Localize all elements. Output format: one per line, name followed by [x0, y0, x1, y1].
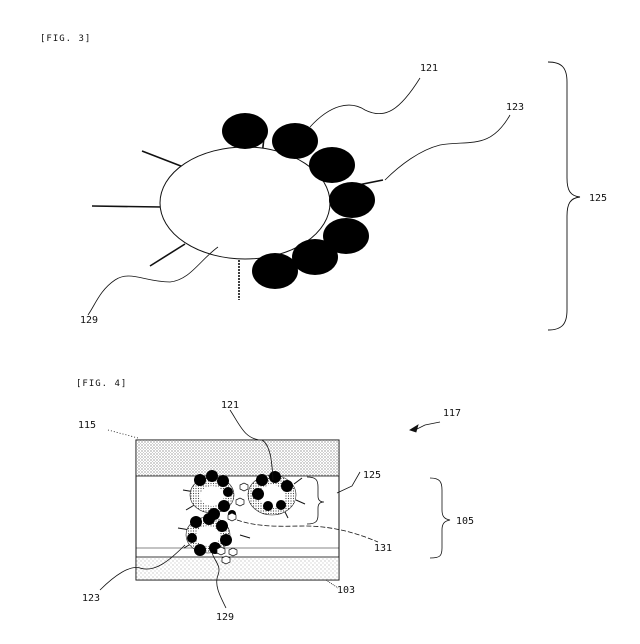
- fig4-bottom-layer: [135, 556, 340, 581]
- leader-103: [325, 579, 339, 589]
- ligand-line: [91, 205, 163, 208]
- fig4-brace-105: [429, 477, 451, 559]
- fig4-ref-115: 115: [78, 420, 96, 431]
- leader-131: [236, 519, 379, 543]
- leader-125: [336, 471, 361, 494]
- nanoparticle: [292, 239, 338, 275]
- fig4-ref-103: 103: [337, 585, 355, 596]
- leader-129: [211, 551, 227, 609]
- figure-4: [FIG. 4]: [76, 379, 474, 623]
- fig4-ref-123: 123: [82, 593, 100, 604]
- fig4-title: [FIG. 4]: [76, 379, 127, 389]
- leader-123: [384, 114, 511, 181]
- leader-115: [107, 429, 139, 439]
- fig3-title: [FIG. 3]: [40, 34, 91, 44]
- fig4-ref-117: 117: [443, 408, 461, 419]
- fig4-ref-121: 121: [221, 400, 239, 411]
- fig3-ref-125: 125: [589, 193, 607, 204]
- arrow-117: [409, 424, 419, 433]
- fig4-assemblies: [177, 470, 306, 565]
- fig4-ref-125: 125: [363, 470, 381, 481]
- leader-129: [87, 246, 219, 316]
- ligand-line: [141, 150, 187, 169]
- ligand-line: [149, 243, 186, 267]
- nanoparticle: [222, 113, 268, 149]
- leader-117: [414, 421, 441, 431]
- fig3-nanoparticles: [222, 113, 375, 289]
- nanoparticle: [272, 123, 318, 159]
- leader-123: [99, 544, 186, 591]
- figure-3: [FIG. 3] 121: [40, 34, 607, 331]
- leader-121: [229, 409, 274, 481]
- leader-121: [309, 77, 421, 128]
- fig4-ref-131: 131: [374, 543, 392, 554]
- nanoparticle: [252, 253, 298, 289]
- fig3-ref-123: 123: [506, 102, 524, 113]
- fig3-ref-121: 121: [420, 63, 438, 74]
- nanoparticle: [323, 218, 369, 254]
- fig4-brace-125: [306, 476, 325, 525]
- fig4-ref-129: 129: [216, 612, 234, 623]
- fig4-top-layer: [135, 439, 340, 477]
- fig4-linker-molecules: [216, 482, 249, 565]
- fig4-core-center: [200, 486, 224, 506]
- nanoparticle: [309, 147, 355, 183]
- fig4-core-center: [196, 526, 220, 546]
- fig3-brace: [547, 61, 581, 331]
- fig3-leader-lines: [87, 77, 511, 316]
- fig4-leader-lines: [99, 409, 441, 609]
- fig4-ref-105: 105: [456, 516, 474, 527]
- nanoparticle: [329, 182, 375, 218]
- fig3-ref-129: 129: [80, 315, 98, 326]
